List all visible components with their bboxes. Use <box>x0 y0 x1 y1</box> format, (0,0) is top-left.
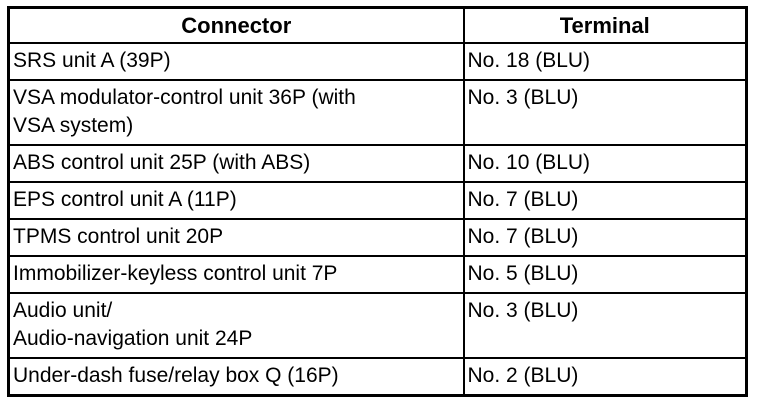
connector-cell: ABS control unit 25P (with ABS) <box>7 144 465 183</box>
terminal-cell: No. 3 (BLU) <box>462 292 748 359</box>
table-row: Audio unit/ Audio-navigation unit 24P No… <box>7 292 748 359</box>
table-header-row: Connector Terminal <box>7 6 748 44</box>
terminal-cell: No. 3 (BLU) <box>462 79 748 146</box>
table-row: Under-dash fuse/relay box Q (16P) No. 2 … <box>7 357 748 397</box>
table-row: TPMS control unit 20P No. 7 (BLU) <box>7 218 748 257</box>
table-row: ABS control unit 25P (with ABS) No. 10 (… <box>7 144 748 183</box>
table-row: Immobilizer-keyless control unit 7P No. … <box>7 255 748 294</box>
column-header-terminal: Terminal <box>462 6 748 44</box>
connector-cell: Audio unit/ Audio-navigation unit 24P <box>7 292 465 359</box>
table-row: SRS unit A (39P) No. 18 (BLU) <box>7 42 748 81</box>
connector-cell: EPS control unit A (11P) <box>7 181 465 220</box>
connector-terminal-table-container: Connector Terminal SRS unit A (39P) No. … <box>7 6 748 397</box>
connector-cell: Immobilizer-keyless control unit 7P <box>7 255 465 294</box>
terminal-cell: No. 5 (BLU) <box>462 255 748 294</box>
column-header-connector: Connector <box>7 6 465 44</box>
terminal-cell: No. 2 (BLU) <box>462 357 748 397</box>
table-row: EPS control unit A (11P) No. 7 (BLU) <box>7 181 748 220</box>
table-row: VSA modulator-control unit 36P (with VSA… <box>7 79 748 146</box>
connector-cell: TPMS control unit 20P <box>7 218 465 257</box>
terminal-cell: No. 10 (BLU) <box>462 144 748 183</box>
terminal-cell: No. 18 (BLU) <box>462 42 748 81</box>
terminal-cell: No. 7 (BLU) <box>462 181 748 220</box>
terminal-cell: No. 7 (BLU) <box>462 218 748 257</box>
connector-cell: SRS unit A (39P) <box>7 42 465 81</box>
connector-terminal-table: Connector Terminal SRS unit A (39P) No. … <box>7 6 748 397</box>
connector-cell: Under-dash fuse/relay box Q (16P) <box>7 357 465 397</box>
connector-cell: VSA modulator-control unit 36P (with VSA… <box>7 79 465 146</box>
